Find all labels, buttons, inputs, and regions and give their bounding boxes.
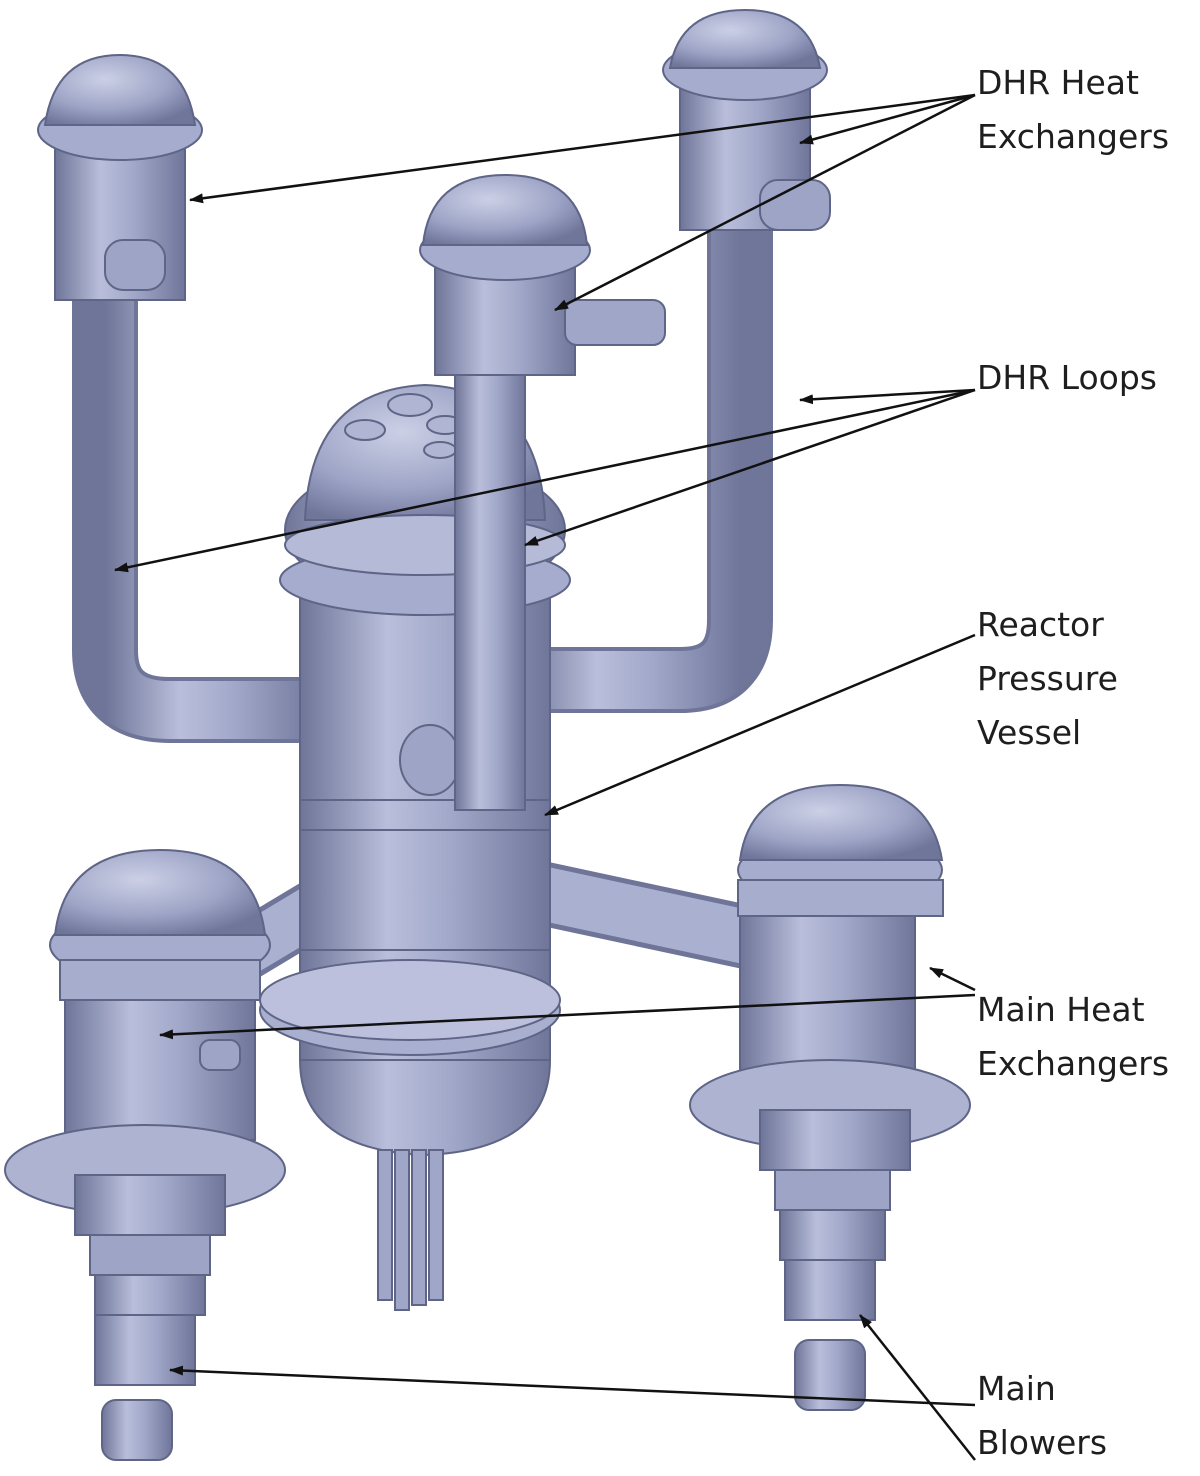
arrow-main-blower-left [169, 1365, 976, 1407]
arrow-dhr-loop-left [114, 388, 976, 573]
arrow-dhr-loop-center [524, 388, 976, 547]
label-line: Blowers [977, 1423, 1108, 1462]
dhr-heat-exchanger-right [662, 8, 831, 231]
arrow-dhr-hx-right [799, 93, 976, 145]
label-line: Vessel [977, 713, 1082, 752]
arrow-dhr-loop-right [799, 388, 976, 405]
label-dhr-heat-exchangers: DHR Heat Exchangers [977, 56, 1169, 164]
label-line: Exchangers [977, 1044, 1170, 1083]
arrow-main-hx-left [159, 993, 976, 1040]
arrow-reactor-vessel [544, 633, 976, 817]
label-main-blowers: Main Blowers [977, 1362, 1107, 1470]
label-line: DHR Heat [977, 63, 1139, 102]
main-heat-exchanger-left [4, 848, 286, 1461]
arrow-main-blower-right [859, 1314, 976, 1461]
label-line: Main [977, 1369, 1056, 1408]
label-main-heat-exchangers: Main Heat Exchangers [977, 983, 1169, 1091]
label-line: DHR Loops [977, 358, 1157, 397]
label-line: Pressure [977, 659, 1118, 698]
dhr-heat-exchanger-center [419, 173, 666, 376]
dhr-heat-exchanger-left [37, 53, 203, 301]
label-dhr-loops: DHR Loops [977, 351, 1157, 405]
arrow-dhr-hx-center [554, 93, 976, 312]
arrow-main-hx-right [929, 966, 976, 992]
dhr-loop-left [72, 290, 320, 743]
main-heat-exchanger-right [689, 783, 971, 1411]
label-reactor-pressure-vessel: Reactor Pressure Vessel [977, 598, 1118, 760]
dhr-loop-center [454, 329, 526, 811]
label-line: Main Heat [977, 990, 1145, 1029]
annotation-arrows [114, 93, 976, 1461]
label-line: Exchangers [977, 117, 1170, 156]
dhr-loop-right [520, 200, 773, 713]
arrow-dhr-hx-left [189, 93, 976, 204]
label-line: Reactor [977, 605, 1104, 644]
